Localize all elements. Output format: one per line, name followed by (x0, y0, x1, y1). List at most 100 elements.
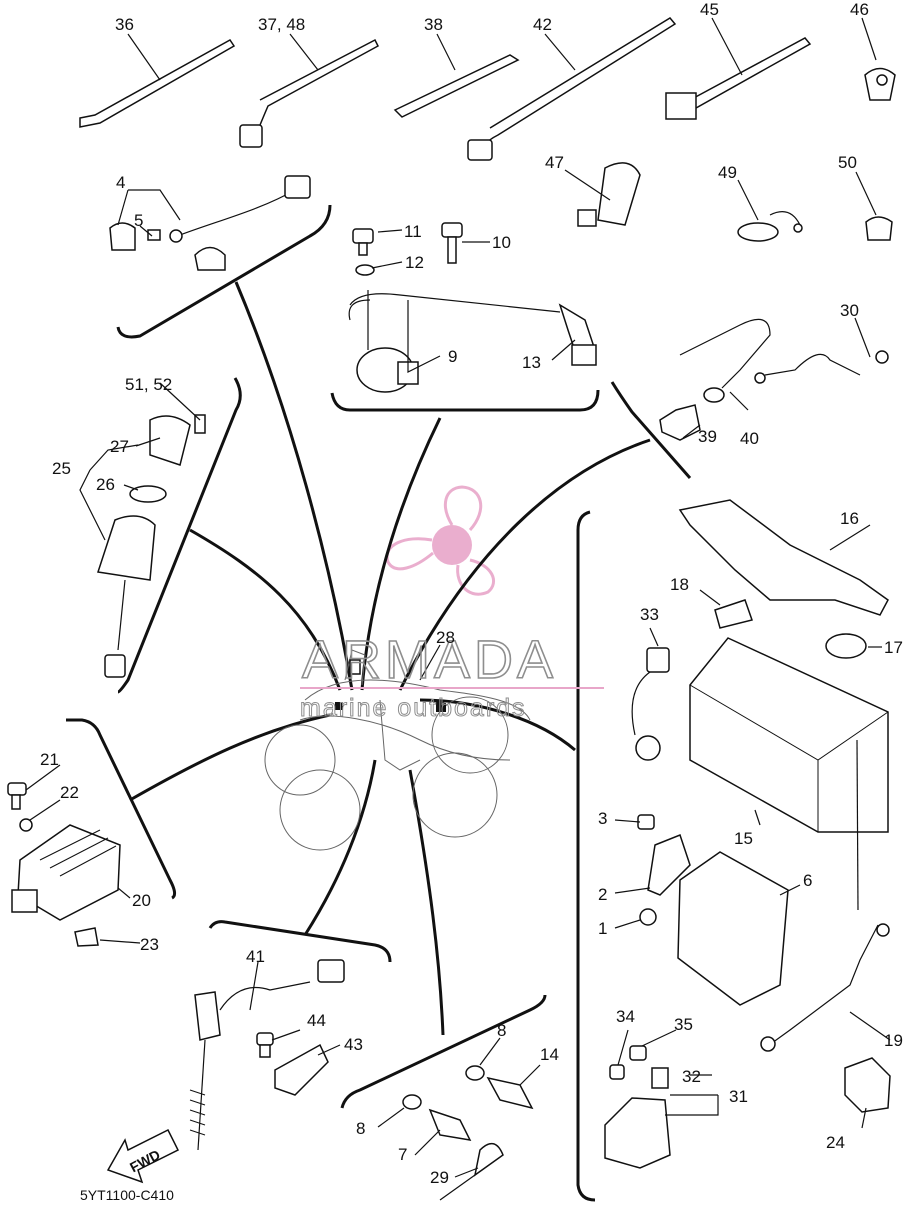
part-clip-49-icon (737, 211, 803, 242)
part-washer-8a-icon (402, 1094, 422, 1110)
part-main-switch-25-icon (97, 414, 206, 678)
callout-8-lower: 8 (356, 1119, 365, 1138)
part-clamp-50-icon (865, 216, 893, 241)
part-band-18-icon (714, 599, 753, 629)
part-bracket-43-icon (274, 1043, 329, 1096)
part-washer-12-icon (355, 264, 375, 276)
part-bolt-21-icon (7, 782, 27, 810)
fwd-arrow-icon (106, 1128, 180, 1184)
part-switch-39-icon (659, 404, 701, 441)
callout-44: 44 (307, 1011, 326, 1030)
callout-13: 13 (522, 353, 541, 372)
callout-33: 33 (640, 605, 659, 624)
part-bolt-3-icon (637, 814, 655, 830)
part-lead-30-icon (754, 350, 889, 384)
callout-42: 42 (533, 15, 552, 34)
callout-26: 26 (96, 475, 115, 494)
part-cap-17-icon (825, 633, 867, 659)
callout-30: 30 (840, 301, 859, 320)
callout-34: 34 (616, 1007, 635, 1026)
part-band-37-48-icon (239, 38, 379, 148)
part-battery-15-icon (689, 637, 889, 833)
callout-19: 19 (884, 1031, 903, 1050)
callout-21: 21 (40, 750, 59, 769)
part-bracket-2-icon (647, 834, 691, 896)
callout-24: 24 (826, 1133, 845, 1152)
part-washer-8b-icon (465, 1065, 485, 1081)
part-bolt-10-icon (441, 222, 463, 264)
part-clamp-46-icon (864, 67, 896, 101)
part-washer-22-icon (19, 818, 33, 832)
part-sensor-7-icon (428, 1108, 472, 1141)
callout-45: 45 (700, 0, 719, 19)
part-lead-wire-4-icon (109, 175, 311, 271)
part-lead-33-icon (631, 647, 670, 761)
callout-39: 39 (698, 427, 717, 446)
callout-11: 11 (404, 222, 422, 241)
callout-28: 28 (436, 628, 455, 647)
callout-16: 16 (840, 509, 859, 528)
callout-35: 35 (674, 1015, 693, 1034)
callout-40: 40 (740, 429, 759, 448)
leader-lines (25, 17, 891, 1178)
part-nut-1-icon (639, 908, 657, 926)
callout-51-52: 51, 52 (125, 375, 172, 394)
part-clip-23-icon (74, 927, 99, 947)
callout-32: 32 (682, 1067, 701, 1086)
callout-10: 10 (492, 233, 511, 252)
callout-labels: 36 37, 48 38 42 45 46 4 5 47 49 50 11 10… (40, 0, 903, 1187)
part-fuse-32-icon (651, 1067, 669, 1089)
part-cable-tie-36-icon (79, 39, 236, 128)
part-ecu-6-icon (677, 851, 789, 1006)
callout-37-48: 37, 48 (258, 15, 305, 34)
callout-29: 29 (430, 1168, 449, 1187)
part-band-45-icon (665, 37, 812, 120)
part-holder-47-icon (577, 162, 641, 227)
callout-9: 9 (448, 347, 457, 366)
callout-14: 14 (540, 1045, 559, 1064)
part-bolt-34-icon (609, 1064, 625, 1080)
atv-outline-icon (264, 649, 531, 851)
callout-4: 4 (116, 173, 125, 192)
part-sensor-14-icon (486, 1076, 534, 1110)
callout-47: 47 (545, 153, 564, 172)
callout-25: 25 (52, 459, 71, 478)
callout-49: 49 (718, 163, 737, 182)
part-band-42-icon (467, 17, 677, 161)
callout-41: 41 (246, 947, 265, 966)
callout-43: 43 (344, 1035, 363, 1054)
callout-7: 7 (398, 1145, 407, 1164)
diagram-code: 5YT1100-C410 (80, 1187, 174, 1203)
callout-6: 6 (803, 871, 812, 890)
watermark-brand: ARMADA (302, 630, 557, 690)
callout-22: 22 (60, 783, 79, 802)
callout-18: 18 (670, 575, 689, 594)
callout-12: 12 (405, 253, 424, 272)
part-bolt-11-icon (352, 228, 374, 256)
callout-5: 5 (134, 211, 143, 230)
group-brackets (66, 204, 692, 1202)
callout-2: 2 (598, 885, 607, 904)
part-bolt-35-icon (629, 1045, 647, 1061)
callout-46: 46 (850, 0, 869, 19)
callout-17: 17 (884, 638, 903, 657)
part-cap-29-icon (439, 1142, 504, 1201)
part-rectifier-20-icon (11, 824, 121, 921)
callout-50: 50 (838, 153, 857, 172)
part-sensor-41-icon (189, 959, 345, 1151)
callout-20: 20 (132, 891, 151, 910)
callout-31: 31 (729, 1087, 748, 1106)
callout-3: 3 (598, 809, 607, 828)
part-sensor-40-icon (679, 318, 771, 403)
part-band-38-icon (393, 54, 520, 118)
armada-logo-icon (385, 485, 495, 596)
callout-1: 1 (598, 919, 607, 938)
part-28-icon (349, 659, 361, 675)
part-starter-relay-31-icon (604, 1097, 671, 1169)
part-bolt-44-icon (256, 1032, 274, 1058)
watermark-tagline: marine outboards (300, 694, 527, 722)
callout-8-upper: 8 (497, 1021, 506, 1040)
part-bracket-16-icon (678, 499, 889, 616)
